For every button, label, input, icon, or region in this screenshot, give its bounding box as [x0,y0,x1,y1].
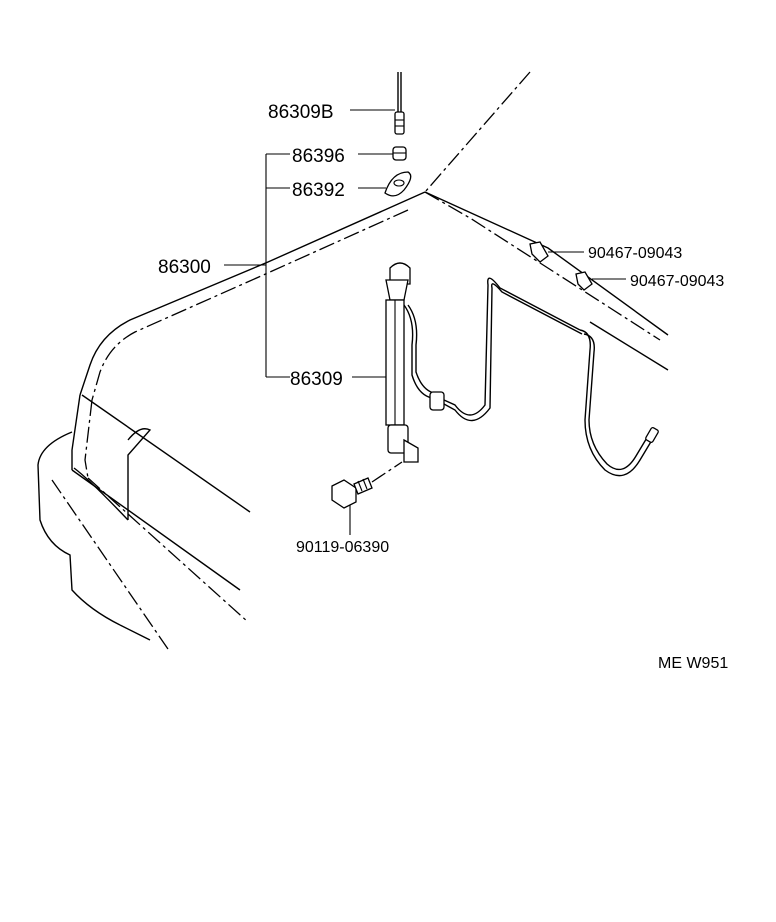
clamp-part-2 [575,271,593,291]
label-motor-antenna: 86309 [290,369,343,390]
label-nut: 86396 [292,146,345,167]
antenna-rod-part [394,72,405,135]
leader-lines [224,109,626,535]
diagram-code: ME W951 [658,655,728,672]
nut-part [392,146,407,161]
label-pad: 86392 [292,180,345,201]
motor-antenna-part [385,262,659,477]
clamp-part-1 [529,241,549,263]
label-antenna-assy: 86300 [158,257,211,278]
label-bolt: 90119-06390 [296,539,389,556]
label-clamp-2: 90467-09043 [630,273,724,290]
bolt-part [331,461,403,509]
pad-part [384,171,412,197]
label-antenna-rod: 86309B [268,102,334,123]
car-body-outline [37,71,669,653]
label-clamp-1: 90467-09043 [588,245,682,262]
